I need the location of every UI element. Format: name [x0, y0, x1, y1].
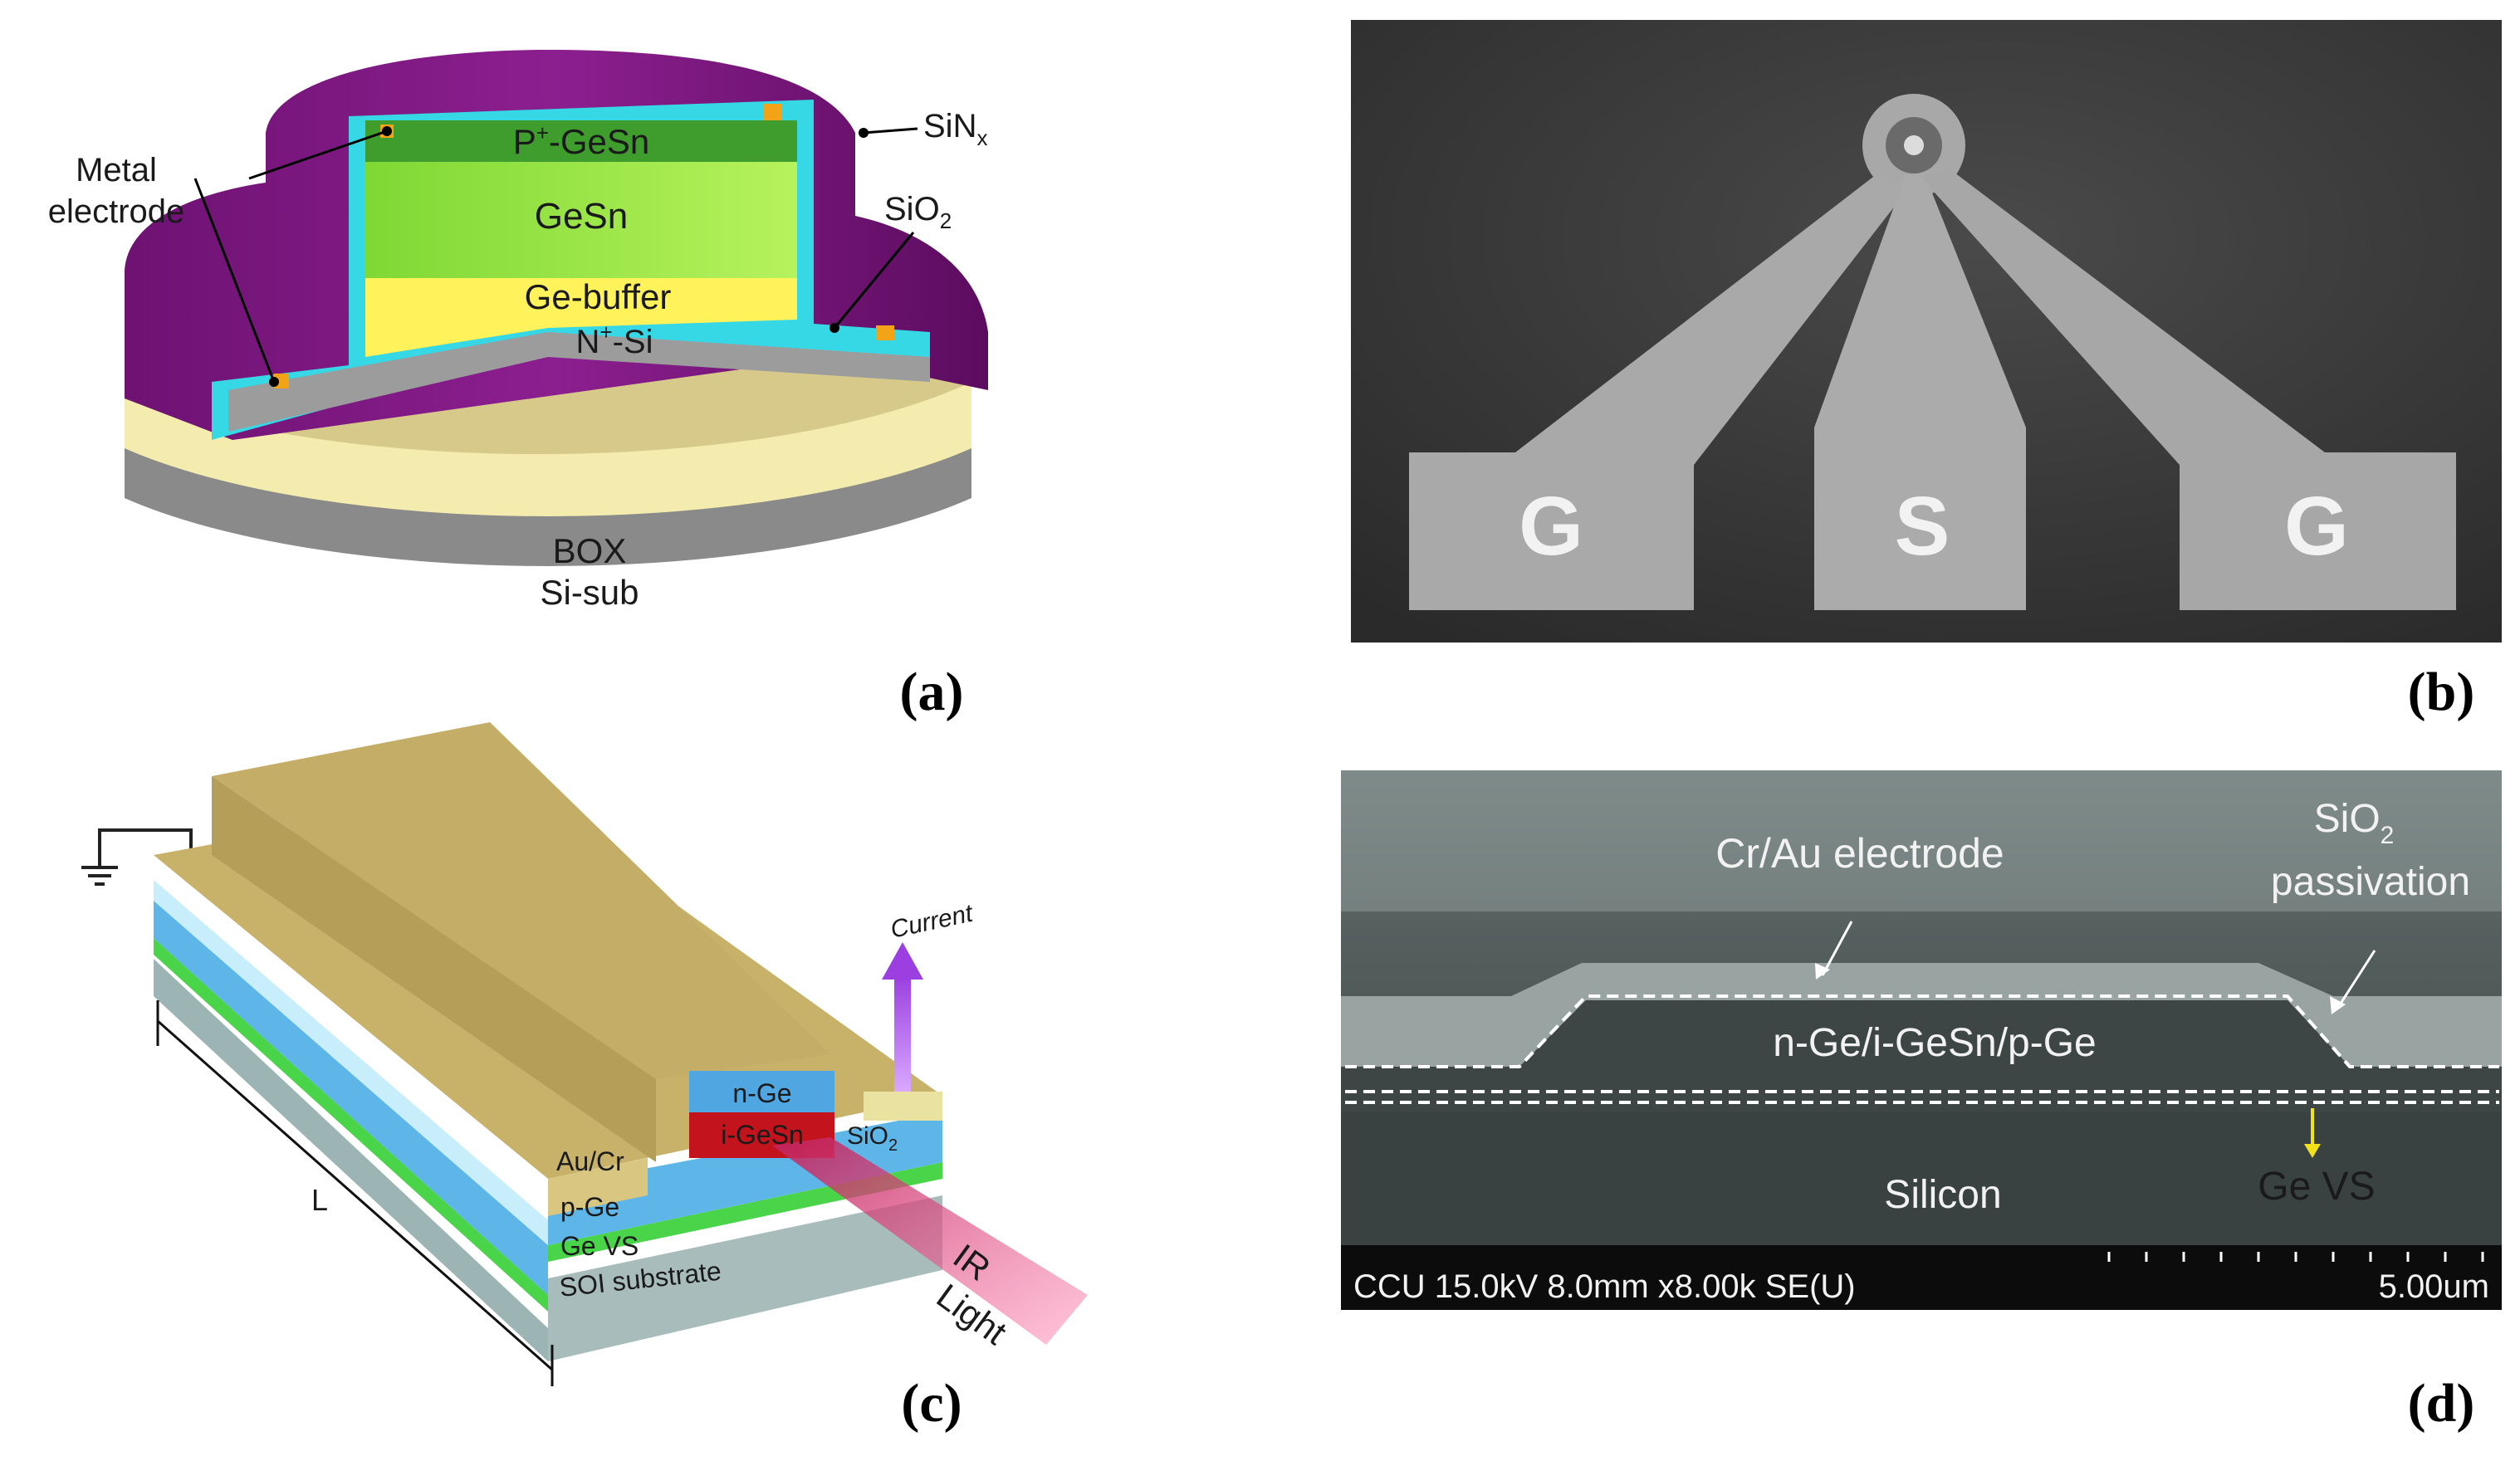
ge-vs-side — [154, 938, 548, 1312]
electrode-pad — [876, 325, 894, 340]
sem-scale-text: 5.00um — [2379, 1268, 2489, 1305]
label-metal-electrode: Metal — [76, 152, 157, 188]
pad-label-g-left: G — [1519, 480, 1583, 573]
leader-dot — [269, 377, 279, 387]
signal-pad — [1814, 174, 2026, 610]
current-arrow-head — [882, 942, 923, 980]
pad-label-g-right: G — [2284, 480, 2349, 573]
n-si-layer — [228, 332, 930, 432]
disk-top — [125, 349, 971, 455]
label-box: BOX — [553, 531, 627, 570]
ir-light-beam — [772, 1137, 1088, 1345]
panel-b: G S G (b) — [1351, 20, 2502, 722]
ge-buffer-layer — [365, 278, 797, 357]
label-cr-au-electrode: Cr/Au electrode — [1715, 830, 2004, 877]
label-au-cr: Au/Cr — [556, 1146, 624, 1176]
ground-pad-left — [1409, 174, 1910, 610]
label-n-ge: n-Ge — [732, 1078, 791, 1108]
label-silicon: Silicon — [1884, 1173, 2001, 1217]
sem-info-text: CCU 15.0kV 8.0mm x8.00k SE(U) — [1353, 1268, 1856, 1305]
leader-line — [193, 178, 276, 383]
electrode-arrow — [1821, 921, 1853, 976]
panel-d: Cr/Au electrode SiO2 passivation n-Ge/i-… — [1341, 770, 2502, 1434]
passivation-arrow-head — [2330, 996, 2346, 1014]
label-gesn: GeSn — [535, 196, 629, 237]
label-ge-vs: Ge VS — [560, 1231, 639, 1261]
electrode-pad — [764, 104, 782, 120]
label-length: L — [311, 1183, 328, 1217]
panel-a-caption: (a) — [900, 662, 964, 722]
length-dimension-line — [157, 1019, 553, 1371]
label-p-ge: p-Ge — [560, 1192, 619, 1222]
n-ge-block — [689, 1071, 834, 1112]
scale-bar-ticks — [2107, 1252, 2484, 1262]
ground-pad-right — [1920, 170, 2456, 610]
ridge-side — [212, 776, 656, 1162]
electrode-arrow-head — [1815, 963, 1830, 980]
label-sio2: SiO2 — [884, 191, 952, 233]
label-si-sub: Si-sub — [540, 573, 639, 612]
current-arrow-shaft — [894, 975, 911, 1092]
label-passivation: passivation — [2271, 860, 2470, 904]
label-current: Current — [888, 899, 976, 943]
leader-line — [248, 129, 388, 180]
label-stack: n-Ge/i-GeSn/p-Ge — [1773, 1021, 2096, 1065]
label-ge-buffer: Ge-buffer — [525, 277, 672, 316]
p-ge-side — [154, 901, 548, 1295]
label-sio2: SiO2 — [2314, 797, 2395, 849]
label-sio2: SiO2 — [847, 1122, 898, 1155]
ge-vs-arrow-head — [2304, 1144, 2321, 1158]
label-sinx: SiNx — [923, 108, 987, 150]
leader-dot — [859, 128, 869, 138]
panel-b-caption: (b) — [2408, 662, 2475, 722]
electrode-region — [1341, 963, 2502, 1067]
label-p-gesn: P+-GeSn — [513, 120, 650, 161]
soi-substrate-side — [154, 959, 548, 1361]
pad-label-s: S — [1895, 480, 1950, 573]
ridge-top — [212, 722, 830, 1079]
au-cr-front — [548, 1158, 648, 1216]
soi-substrate-front — [548, 1195, 942, 1361]
gesn-layer — [365, 162, 797, 278]
leader-dot — [382, 126, 392, 136]
sem-info-bar — [1341, 1245, 2502, 1310]
probe-center — [1904, 135, 1924, 155]
passivation-arrow — [2336, 950, 2376, 1009]
contact-right — [864, 1092, 942, 1121]
sio2-side — [154, 880, 548, 1245]
label-ge-vs: Ge VS — [2258, 1165, 2375, 1209]
panel-c-caption: (c) — [901, 1373, 962, 1434]
label-n-si: N+-Si — [576, 320, 653, 360]
mesa-region — [1341, 1000, 2502, 1112]
label-metal-electrode: electrode — [48, 193, 185, 230]
leader-dot — [829, 323, 839, 333]
p-gesn-layer — [365, 120, 797, 162]
panel-a: Metal electrode SiNx P+-GeSn GeSn SiO2 G… — [48, 50, 988, 722]
label-i-gesn: i-GeSn — [721, 1120, 804, 1150]
panel-c: Current n-Ge i-GeSn SiO2 Au/Cr p-Ge Ge V… — [81, 722, 1088, 1434]
sem-haze — [1341, 770, 2502, 911]
silicon-region — [1341, 1112, 2502, 1245]
leader-line — [863, 127, 918, 134]
panel-d-caption: (d) — [2408, 1373, 2475, 1434]
leader-line — [833, 232, 915, 329]
mesa-outline — [1345, 994, 2499, 1068]
